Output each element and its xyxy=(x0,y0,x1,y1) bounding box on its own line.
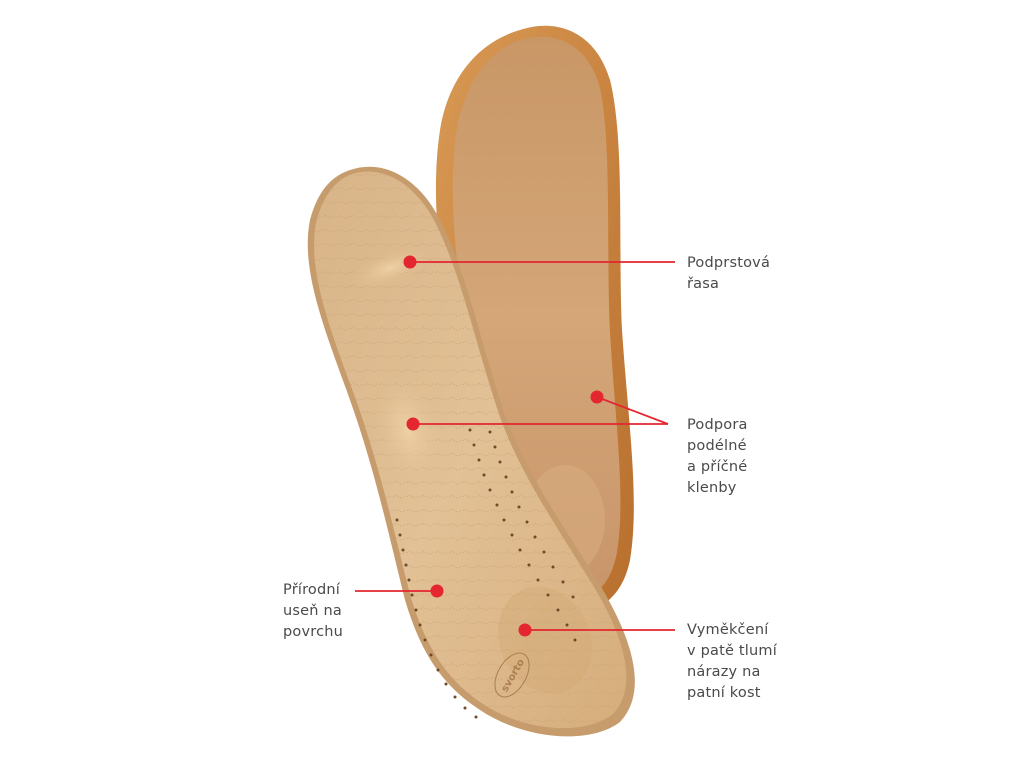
label-heel-cushion: Vyměkčení v patě tlumí nárazy na patní k… xyxy=(687,622,777,701)
arch-marker-front xyxy=(406,417,420,431)
label-toe-ridge: Podprstová řasa xyxy=(687,255,771,292)
heel-marker xyxy=(518,623,532,637)
annotation-lines xyxy=(355,255,675,637)
front-insole: svorto xyxy=(307,166,635,737)
toe-ridge-marker xyxy=(403,255,417,269)
label-arch-support: Podpora podélné a příčné klenby xyxy=(687,417,748,496)
leather-marker xyxy=(430,584,444,598)
arch-marker-back xyxy=(590,390,604,404)
perforation-holes xyxy=(395,428,577,719)
label-natural-leather: Přírodní useň na povrchu xyxy=(283,582,344,640)
